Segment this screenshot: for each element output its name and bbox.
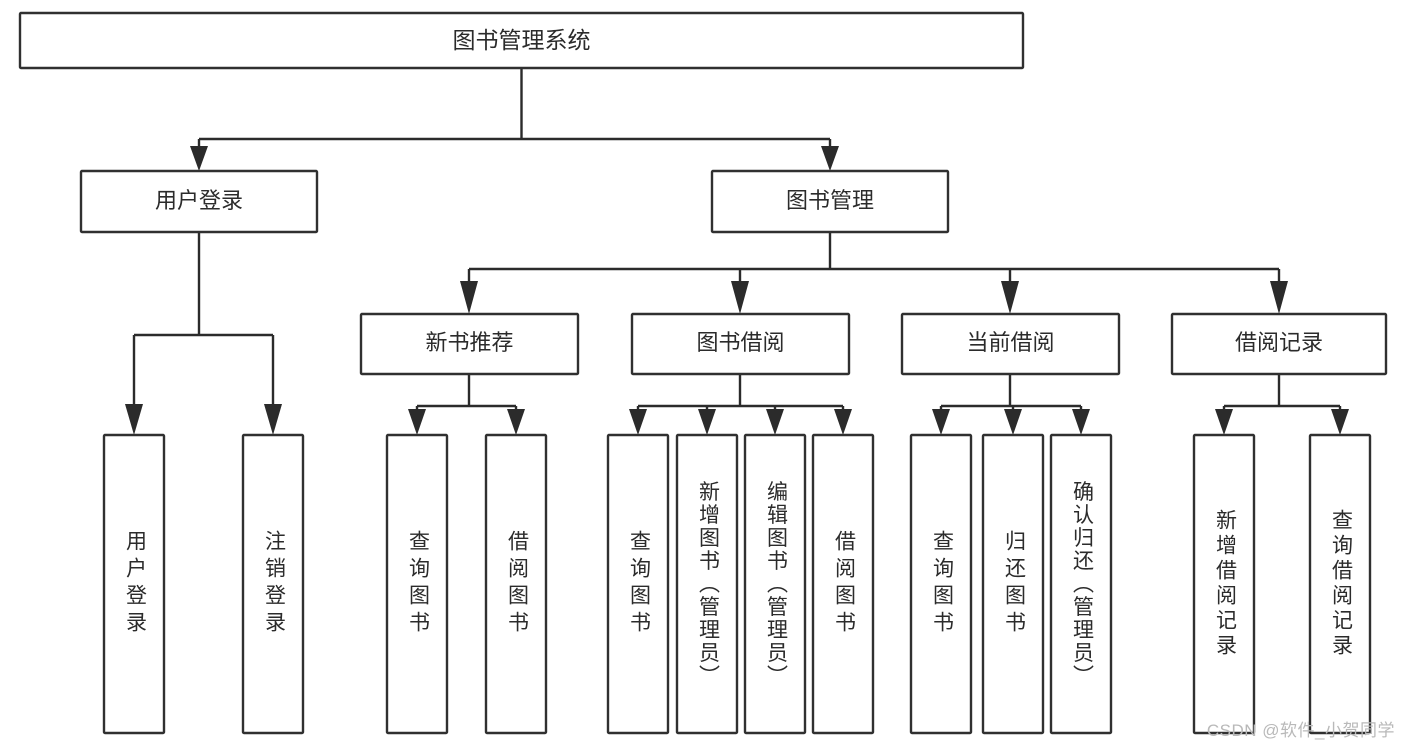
leaf-bb-edit-book-box[interactable] xyxy=(743,433,807,735)
leaf-bb-borrow-book-label: 借阅图书 xyxy=(832,530,856,638)
leaf-nb-borrow-book-label: 借阅图书 xyxy=(505,530,529,638)
leaf-user-logout-label: 注销登录 xyxy=(262,530,286,638)
arrow-head-user-login xyxy=(190,146,208,171)
leaf-bb-edit-book-label: 编辑图书（管理员） xyxy=(764,481,788,688)
new-book-recommend-label: 新书推荐 xyxy=(425,330,513,355)
leaf-cb-confirm-return-box[interactable] xyxy=(1049,433,1113,735)
arrow-head-cb-confirm-return xyxy=(1072,409,1090,435)
leaf-bb-borrow-book[interactable]: 借阅图书 xyxy=(811,433,875,735)
current-borrow-label: 当前借阅 xyxy=(966,330,1054,355)
leaf-cb-query-book-label: 查询图书 xyxy=(930,530,954,638)
user-login-label: 用户登录 xyxy=(155,188,243,213)
leaf-nb-borrow-book[interactable]: 借阅图书 xyxy=(484,433,548,735)
arrow-head-bb-edit-book xyxy=(766,409,784,435)
leaf-user-logout[interactable]: 注销登录 xyxy=(241,433,305,735)
leaf-bb-query-book-box[interactable] xyxy=(606,433,670,735)
book-borrow-label: 图书借阅 xyxy=(696,330,784,355)
leaf-nb-query-book-box[interactable] xyxy=(385,433,449,735)
arrow-head-nb-query-book xyxy=(408,409,426,435)
arrow-head-book-borrow xyxy=(731,281,749,314)
current-borrow-box[interactable] xyxy=(900,312,1121,376)
book-borrow-box[interactable] xyxy=(630,312,851,376)
book-management-label: 图书管理 xyxy=(786,188,874,213)
user-login-box[interactable] xyxy=(79,169,319,234)
arrow-head-cb-return-book xyxy=(1004,409,1022,435)
root-label: 图书管理系统 xyxy=(453,27,591,53)
arrow-head-br-query-record xyxy=(1331,409,1349,435)
arrow-head-br-add-record xyxy=(1215,409,1233,435)
leaf-br-add-record[interactable]: 新增借阅记录 xyxy=(1192,433,1256,735)
arrow-head-bb-borrow-book xyxy=(834,409,852,435)
borrow-record-label: 借阅记录 xyxy=(1235,330,1323,355)
leaf-user-login[interactable]: 用户登录 xyxy=(102,433,166,735)
leaf-user-login-label: 用户登录 xyxy=(123,530,147,638)
arrow-head-nb-borrow-book xyxy=(507,409,525,435)
leaf-bb-add-book-label: 新增图书（管理员） xyxy=(696,481,720,688)
leaf-br-query-record-label: 查询借阅记录 xyxy=(1329,509,1353,659)
new-book-recommend-box[interactable] xyxy=(359,312,580,376)
leaf-nb-query-book-label: 查询图书 xyxy=(406,530,430,638)
leaf-bb-add-book-box[interactable] xyxy=(675,433,739,735)
node-current-borrow[interactable]: 当前借阅 xyxy=(900,312,1121,376)
arrow-head-user-login-leaf xyxy=(125,404,143,435)
leaf-bb-add-book[interactable]: 新增图书（管理员） xyxy=(675,433,739,735)
arrow-head-current-borrow xyxy=(1001,281,1019,314)
node-book-borrow[interactable]: 图书借阅 xyxy=(630,312,851,376)
leaf-nb-query-book[interactable]: 查询图书 xyxy=(385,433,449,735)
leaf-cb-query-book[interactable]: 查询图书 xyxy=(909,433,973,735)
arrow-head-new-book-recommend xyxy=(460,281,478,314)
leaf-cb-confirm-return-label: 确认归还（管理员） xyxy=(1070,481,1094,688)
arrow-head-user-logout-leaf xyxy=(264,404,282,435)
arrow-head-bb-query-book xyxy=(629,409,647,435)
leaf-br-add-record-box[interactable] xyxy=(1192,433,1256,735)
leaf-bb-borrow-book-box[interactable] xyxy=(811,433,875,735)
leaf-cb-return-book-label: 归还图书 xyxy=(1002,530,1026,638)
leaf-cb-query-book-box[interactable] xyxy=(909,433,973,735)
leaf-br-query-record[interactable]: 查询借阅记录 xyxy=(1308,433,1372,735)
leaf-bb-query-book-label: 查询图书 xyxy=(627,530,651,638)
leaf-br-add-record-label: 新增借阅记录 xyxy=(1213,509,1237,659)
leaf-user-login-box[interactable] xyxy=(102,433,166,735)
leaf-bb-edit-book[interactable]: 编辑图书（管理员） xyxy=(743,433,807,735)
root-box[interactable] xyxy=(18,11,1025,70)
node-user-login[interactable]: 用户登录 xyxy=(79,169,319,234)
arrow-head-book-management xyxy=(821,146,839,171)
borrow-record-box[interactable] xyxy=(1170,312,1388,376)
leaf-bb-query-book[interactable]: 查询图书 xyxy=(606,433,670,735)
leaf-cb-confirm-return[interactable]: 确认归还（管理员） xyxy=(1049,433,1113,735)
leaf-cb-return-book[interactable]: 归还图书 xyxy=(981,433,1045,735)
leaf-br-query-record-box[interactable] xyxy=(1308,433,1372,735)
edge-layer xyxy=(125,68,1349,435)
arrow-head-bb-add-book xyxy=(698,409,716,435)
node-root[interactable]: 图书管理系统 xyxy=(18,11,1025,70)
arrow-head-cb-query-book xyxy=(932,409,950,435)
leaf-cb-return-book-box[interactable] xyxy=(981,433,1045,735)
node-borrow-record[interactable]: 借阅记录 xyxy=(1170,312,1388,376)
node-new-book-recommend[interactable]: 新书推荐 xyxy=(359,312,580,376)
leaf-user-logout-box[interactable] xyxy=(241,433,305,735)
leaf-nb-borrow-book-box[interactable] xyxy=(484,433,548,735)
book-management-box[interactable] xyxy=(710,169,950,234)
arrow-head-borrow-record xyxy=(1270,281,1288,314)
node-book-management[interactable]: 图书管理 xyxy=(710,169,950,234)
